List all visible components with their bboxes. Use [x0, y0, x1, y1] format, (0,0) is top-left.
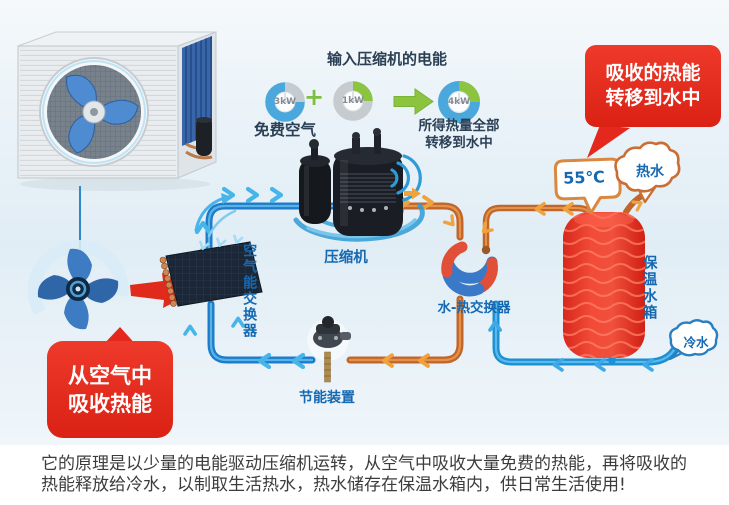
- refrigerant-pipes: [205, 201, 464, 364]
- free-air-label: 免费空气: [253, 121, 316, 139]
- copper-tubes: [159, 256, 177, 307]
- air-heat-exchanger: [159, 234, 263, 307]
- plus-sign: +: [303, 83, 325, 111]
- compressor-unit: [293, 128, 425, 242]
- badge-heat-to-water-line1: 吸收的热能: [605, 62, 701, 84]
- output-label-line1: 所得热量全部: [418, 118, 500, 134]
- badge-absorb-from-air-line1: 从空气中: [68, 363, 152, 388]
- compressor-label: 压缩机: [324, 250, 368, 266]
- gauge-electric-value: 1kW: [341, 96, 365, 106]
- cold-water-label: 冷水: [683, 335, 709, 350]
- gauge-heat-output: [438, 81, 480, 123]
- water-tank-label: 保温水箱: [640, 255, 657, 321]
- unit-fan: [39, 57, 149, 167]
- mini-flow-arrow: [404, 187, 421, 200]
- energy-saver-valve: [307, 316, 351, 383]
- heat-waves-icon: [390, 154, 422, 202]
- caption-line1: 它的原理是以少量的电能驱动压缩机运转，从空气中吸收大量免费的热能，再将吸收的: [41, 454, 687, 474]
- green-result-arrow: [393, 88, 434, 115]
- hot-water-cloud: [614, 141, 681, 204]
- unit-internals: [182, 36, 213, 160]
- water-tank: [563, 212, 645, 358]
- badge-heat-to-water: 吸收的热能 转移到水中: [585, 45, 721, 127]
- badge-top-right-tail: [587, 125, 630, 158]
- energy-saver-label: 节能装置: [299, 390, 355, 406]
- cold-water-cloud: [668, 319, 719, 361]
- water-heat-exchanger-label: 水-热交换器: [437, 300, 511, 316]
- gauge-electric-input: [333, 81, 373, 121]
- gauge-free-air-value: 3kW: [273, 97, 297, 107]
- badge-heat-to-water-line2: 转移到水中: [605, 87, 701, 109]
- fan-propeller: [27, 239, 129, 330]
- gauge-free-air: [265, 82, 305, 122]
- caption-area: 它的原理是以少量的电能驱动压缩机运转，从空气中吸收大量免费的热能，再将吸收的 热…: [0, 445, 729, 505]
- caption-line2: 热能释放给冷水，以制取生活热水，热水储存在保温水箱内，供日常生活使用!: [41, 475, 626, 495]
- badge-absorb-from-air: 从空气中 吸收热能: [47, 341, 173, 438]
- energy-title: 输入压缩机的电能: [326, 50, 447, 68]
- gauge-output-value: 4kW: [447, 97, 471, 107]
- outdoor-unit: [17, 31, 217, 191]
- air-exchanger-label: 空气能交换器: [241, 243, 258, 339]
- water-heat-exchanger-swirl: [441, 241, 498, 297]
- hot-water-label: 热水: [636, 164, 664, 180]
- output-label-line2: 转移到水中: [425, 135, 493, 151]
- badge-absorb-from-air-line2: 吸收热能: [68, 391, 152, 416]
- temperature-value: 55℃: [562, 167, 606, 188]
- air-intake-arrows: [194, 193, 237, 238]
- diagram-canvas: [17, 31, 719, 383]
- diagram-area: 输入压缩机的电能 3kW + 1kW 4kW 免费空气 所得热量全部 转移到水中…: [0, 0, 729, 445]
